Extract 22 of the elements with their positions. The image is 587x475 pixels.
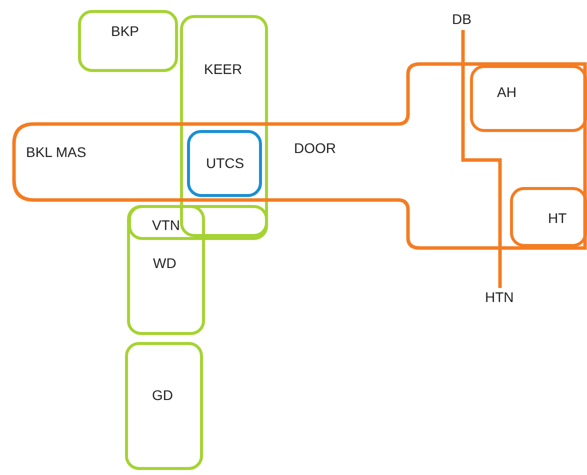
- zone-name: GD: [152, 387, 173, 403]
- zone-name: UTCS: [206, 155, 244, 171]
- zone-box: [78, 10, 178, 72]
- zone-box: [125, 342, 203, 470]
- zone-box: [470, 65, 587, 132]
- connector-line: [461, 30, 502, 288]
- zone-name: DB: [452, 11, 472, 27]
- zone-box: [510, 187, 587, 247]
- zone-box: [128, 205, 268, 240]
- zone-box: [187, 130, 262, 197]
- zone-name: WD: [153, 255, 176, 271]
- zone-box: [127, 205, 205, 335]
- zone-outline: [12, 62, 587, 250]
- zone-name: VTN: [152, 217, 180, 233]
- zone-name: HT: [548, 210, 567, 226]
- zone-name: BKP: [111, 23, 140, 39]
- zone-name: KEER: [204, 61, 242, 77]
- zone-name: HTN: [485, 289, 514, 305]
- zone-name: BKL MAS: [26, 144, 86, 160]
- zone-box: [180, 15, 268, 237]
- zone-name: AH: [497, 84, 516, 100]
- zone-name: DOOR: [294, 140, 336, 156]
